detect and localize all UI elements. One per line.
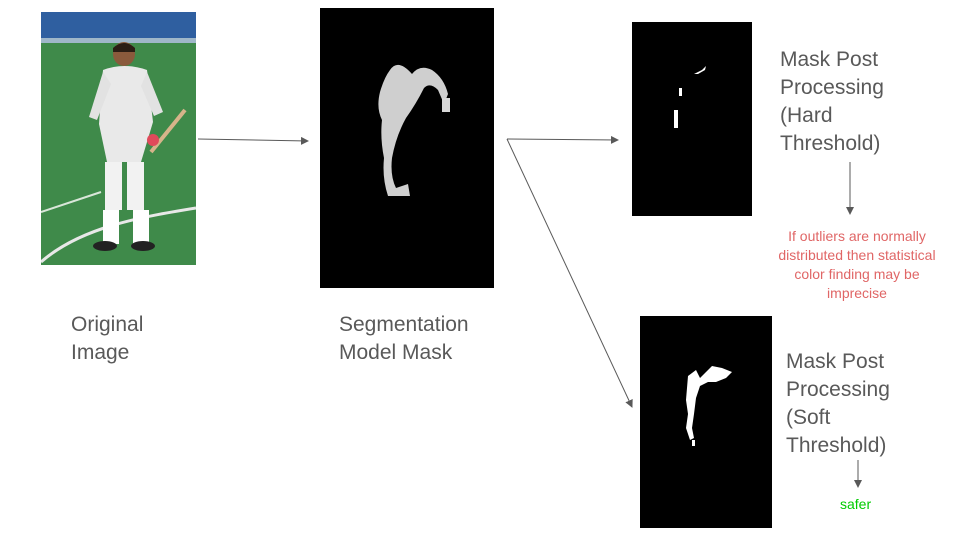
caption-line: (Hard	[780, 104, 833, 127]
segmentation-mask-panel	[320, 8, 494, 288]
arrow-segmentation-to-hard	[506, 135, 619, 144]
caption-line: Mask Post	[780, 48, 879, 71]
hard-threshold-mask-shape	[674, 66, 706, 128]
caption-soft-threshold: Mask Post Processing (Soft Threshold)	[786, 348, 890, 460]
caption-hard-threshold: Mask Post Processing (Hard Threshold)	[780, 46, 884, 158]
caption-line: Model Mask	[339, 341, 453, 364]
caption-line: Processing	[786, 378, 890, 401]
caption-line: Processing	[780, 76, 884, 99]
caption-line: Original	[71, 313, 144, 336]
original-image	[41, 12, 196, 265]
caption-line: Threshold)	[786, 434, 887, 457]
note-line: color finding may be	[794, 266, 920, 282]
arrow-segmentation-to-soft	[506, 138, 633, 408]
segmentation-mask-shape	[378, 64, 450, 196]
hockey-player-picture	[41, 12, 196, 265]
caption-original-image: Original Image	[71, 311, 143, 367]
soft-threshold-mask-panel	[640, 316, 772, 528]
soft-threshold-result-note: safer	[840, 495, 871, 514]
arrow-original-to-segmentation	[197, 136, 309, 145]
note-line: safer	[840, 496, 872, 512]
note-line: imprecise	[827, 285, 887, 301]
note-line: distributed then statistical	[778, 247, 936, 263]
caption-line: Segmentation	[339, 313, 469, 336]
hard-threshold-warning-note: If outliers are normally distributed the…	[748, 227, 960, 303]
note-line: If outliers are normally	[788, 228, 926, 244]
hard-threshold-mask-panel	[632, 22, 752, 216]
caption-line: Mask Post	[786, 350, 885, 373]
caption-line: Image	[71, 341, 130, 364]
caption-line: (Soft	[786, 406, 831, 429]
caption-segmentation-mask: Segmentation Model Mask	[339, 311, 469, 367]
soft-threshold-mask-shape	[686, 366, 732, 446]
caption-line: Threshold)	[780, 132, 881, 155]
